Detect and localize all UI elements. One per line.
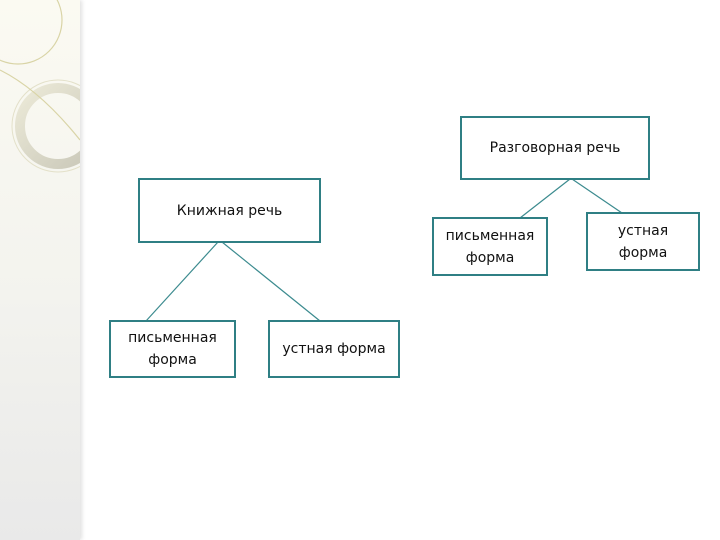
node-colloquial-oral-form: устная форма xyxy=(586,212,700,271)
node-book-speech: Книжная речь xyxy=(138,178,321,243)
decorative-rings-ornament xyxy=(0,0,80,173)
connector-left-root-to-oral xyxy=(221,241,321,322)
connector-left-root-to-written xyxy=(145,241,219,322)
node-colloquial-written-form: письменная форма xyxy=(432,217,548,276)
connector-right-root-to-oral xyxy=(571,178,623,214)
connector-right-root-to-written xyxy=(519,178,571,219)
node-colloquial-speech: Разговорная речь xyxy=(460,116,650,180)
node-book-written-form: письменная форма xyxy=(109,320,236,378)
node-book-oral-form: устная форма xyxy=(268,320,400,378)
